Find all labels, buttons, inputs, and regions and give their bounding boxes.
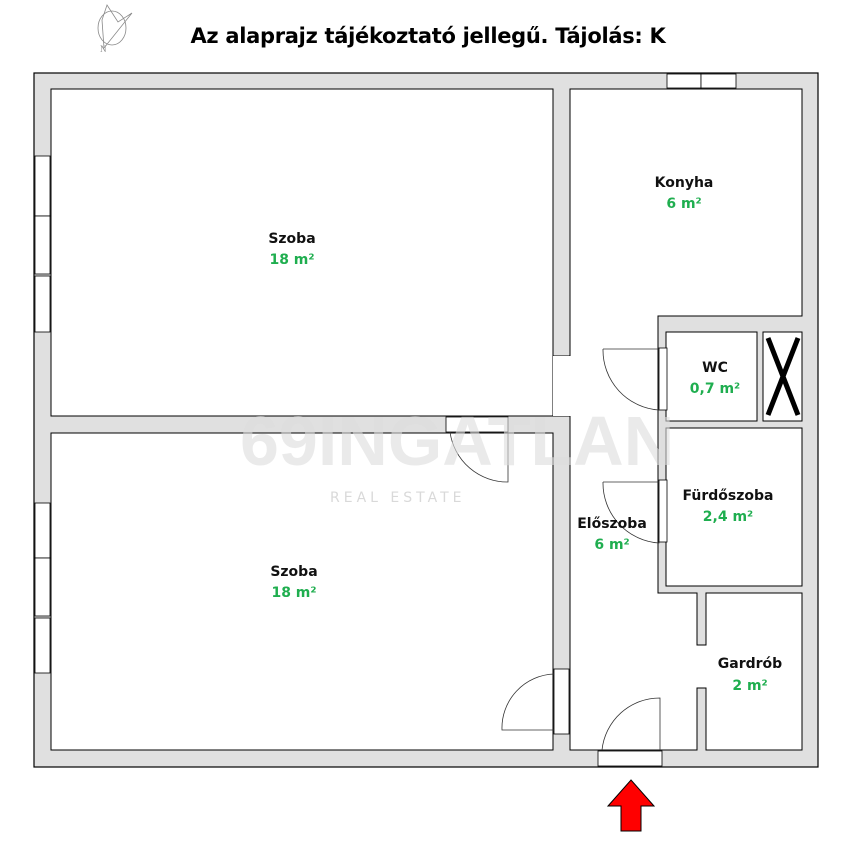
- room-label-furdoszoba: Fürdőszoba 2,4 m²: [683, 488, 774, 525]
- room-area: 2 m²: [732, 678, 767, 694]
- room-name: Szoba: [268, 231, 315, 247]
- room-szoba-2: [50, 432, 554, 751]
- room-area: 0,7 m²: [690, 381, 740, 397]
- room-furdoszoba: [665, 427, 803, 587]
- room-name: Gardrób: [718, 656, 782, 672]
- room-szoba-1: [50, 88, 554, 417]
- room-wc: [665, 331, 758, 422]
- room-name: Szoba: [270, 564, 317, 580]
- room-area: 6 m²: [594, 537, 629, 553]
- room-name: Fürdőszoba: [683, 488, 774, 504]
- doors: [445, 347, 668, 751]
- opening: [553, 356, 571, 416]
- room-label-eloszoba: Előszoba 6 m²: [577, 516, 647, 553]
- room-label-szoba-1: Szoba 18 m²: [268, 231, 315, 268]
- entrance-arrow-icon: [606, 779, 656, 832]
- room-name: Konyha: [655, 175, 714, 191]
- room-name: Előszoba: [577, 516, 647, 532]
- windows: [34, 73, 737, 767]
- shaft-cross-icon: [765, 337, 801, 416]
- room-area: 18 m²: [269, 252, 314, 268]
- room-label-konyha: Konyha 6 m²: [655, 175, 714, 212]
- room-area: 6 m²: [666, 196, 701, 212]
- page-title: Az alaprajz tájékoztató jellegű. Tájolás…: [190, 24, 666, 48]
- room-label-szoba-2: Szoba 18 m²: [270, 564, 317, 601]
- room-area: 2,4 m²: [703, 509, 753, 525]
- room-name: WC: [702, 360, 728, 376]
- compass-icon: N: [97, 4, 133, 54]
- compass-label: N: [100, 44, 107, 54]
- room-label-gardrob: Gardrób 2 m²: [718, 656, 782, 694]
- room-area: 18 m²: [271, 585, 316, 601]
- room-label-wc: WC 0,7 m²: [690, 360, 740, 397]
